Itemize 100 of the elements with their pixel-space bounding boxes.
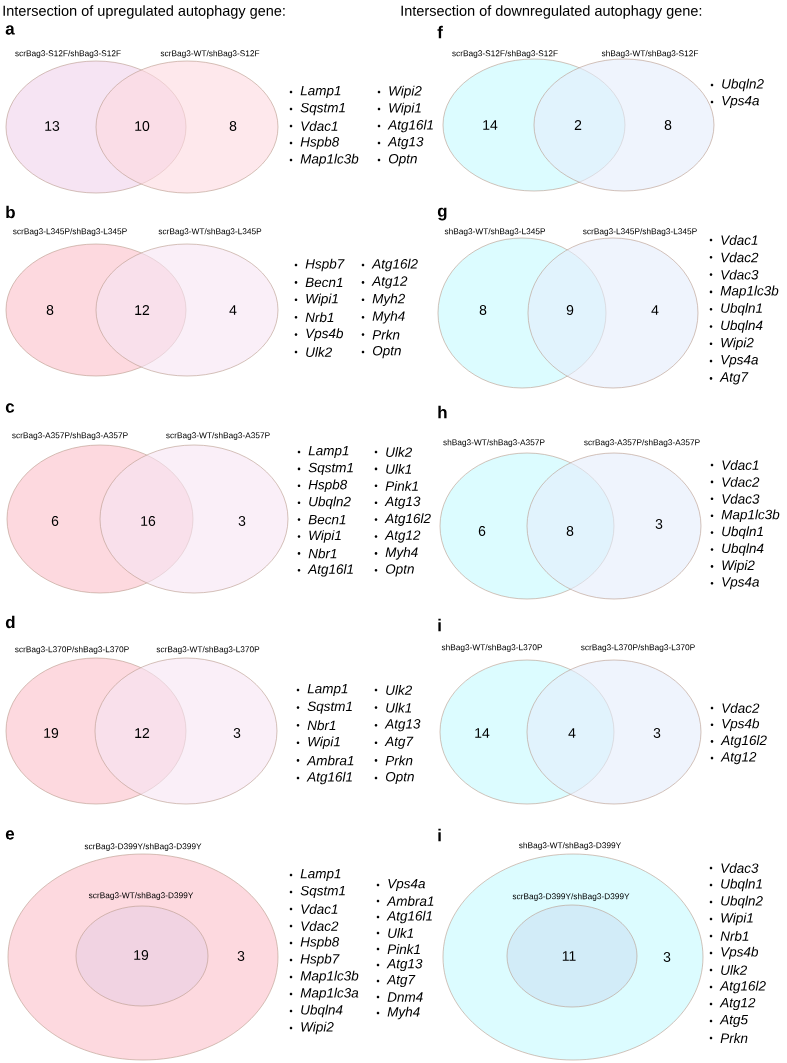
gene-list-item: Myh4 [374, 547, 418, 560]
gene-list-item: Ubqln2 [297, 496, 351, 509]
region-count: 2 [574, 120, 582, 130]
gene-list-item: Wipi2 [377, 85, 422, 99]
gene-list-item: Atg7 [709, 372, 749, 385]
set-label: scrBag3-WT/shBag3-S12F [160, 50, 260, 58]
gene-list-item: Pink1 [374, 480, 418, 491]
set-label: scrBag3-WT/shBag3-L345P [158, 228, 262, 236]
panel-letter: i [438, 828, 441, 842]
gene-list-item: Vdac2 [709, 252, 759, 263]
gene-list-item: Ulk2 [374, 685, 412, 695]
set-label: scrBag3-WT/shBag3-L370P [156, 646, 260, 654]
gene-list-item: Becn1 [297, 514, 346, 525]
region-count: 3 [653, 728, 661, 738]
region-count: 10 [135, 121, 150, 131]
region-count: 8 [566, 526, 574, 536]
gene-list-item: Vps4b [709, 946, 759, 960]
gene-list-item: Becn1 [294, 277, 343, 288]
gene-list-item: Atg16l2 [709, 980, 766, 994]
gene-list-item: Optn [361, 345, 401, 359]
gene-list-item: Lamp1 [289, 868, 341, 882]
gene-list-item: Vdac3 [710, 493, 760, 504]
gene-list-item: Wipi1 [709, 912, 753, 926]
gene-list-item: Atg13 [376, 958, 423, 972]
panel-title: Intersection of downregulated autophagy gene: [401, 5, 702, 19]
gene-list-item: Wipi1 [296, 736, 340, 750]
gene-list-item: Wipi1 [377, 102, 421, 116]
gene-list-item: Atg16l1 [376, 910, 432, 924]
region-count: 14 [475, 728, 490, 738]
gene-list-item: Vps4a [709, 355, 758, 368]
set-label: scrBag3-S12F/shBag3-S12F [15, 50, 121, 58]
gene-list-item: Atg7 [376, 974, 416, 988]
set-label: scrBag3-WT/shBag3-A357P [166, 432, 270, 440]
gene-list-item: Prkn [361, 329, 400, 340]
gene-list-item: Myh4 [361, 310, 405, 324]
gene-list-item: Ulk2 [294, 347, 332, 357]
gene-list-item: Wipi1 [297, 530, 341, 543]
region-count: 19 [44, 728, 59, 738]
gene-list-item: Pink1 [376, 944, 420, 954]
panel-letter: e [5, 830, 15, 840]
gene-list-item: Atg13 [374, 719, 421, 732]
gene-list-item: Sqstm1 [289, 885, 345, 899]
set-label: scrBag3-L370P/shBag3-L370P [581, 644, 695, 652]
set-label: scrBag3-A357P/shBag3-A357P [584, 439, 700, 447]
gene-list-item: Atg12 [709, 997, 756, 1011]
region-count: 12 [135, 728, 150, 738]
gene-list-item: Map1lc3b [710, 509, 780, 522]
gene-list-item: Vdac2 [710, 703, 760, 713]
panel-letter: h [438, 405, 447, 419]
gene-list-item: Hspb7 [289, 953, 340, 967]
gene-list-item: Vdac2 [710, 476, 760, 487]
gene-list-item: Ubqln4 [289, 1004, 343, 1018]
gene-list-item: Wipi2 [289, 1021, 334, 1035]
gene-list-item: Vps4b [710, 718, 760, 731]
set-label: shBag3-WT/shBag3-A357P [443, 439, 545, 447]
gene-list-item: Atg12 [361, 276, 408, 289]
gene-list-item: Sqstm1 [297, 462, 353, 476]
gene-list-item: Map1lc3a [289, 987, 359, 1001]
set-label: shBag3-WT/shBag3-L370P [441, 644, 543, 652]
region-count: 14 [483, 120, 498, 130]
region-count: 13 [45, 121, 60, 131]
gene-list-item: Optn [374, 564, 414, 577]
region-count: 12 [135, 305, 150, 315]
gene-list-item: Ulk2 [709, 965, 747, 975]
gene-list-item: Vdac3 [709, 863, 759, 873]
panel-title: Intersection of upregulated autophagy gene: [3, 5, 285, 19]
gene-list-item: Nbr1 [296, 720, 336, 731]
gene-list-item: Vps4a [376, 878, 425, 892]
gene-list-item: Atg16l2 [361, 258, 418, 272]
gene-list-item: Map1lc3b [289, 153, 359, 167]
set-label: scrBag3-L345P/shBag3-L345P [583, 228, 697, 236]
set-label: scrBag3-D399Y/shBag3-D399Y [84, 843, 202, 851]
panel-letter: a [5, 25, 15, 35]
gene-list-item: Ambra1 [376, 896, 434, 906]
gene-list-item: Atg16l2 [710, 735, 767, 748]
region-count: 11 [562, 951, 576, 961]
gene-list-item: Sqstm1 [289, 102, 345, 116]
region-count: 3 [663, 952, 671, 962]
region-count: 8 [479, 305, 487, 315]
gene-list-item: Atg12 [374, 530, 421, 543]
region-count: 9 [566, 305, 574, 315]
set-label: scrBag3-A357P/shBag3-A357P [12, 432, 128, 440]
gene-list-item: Atg16l2 [374, 513, 431, 526]
gene-list-item: Prkn [709, 1033, 748, 1043]
gene-list-item: Ubqln1 [710, 526, 763, 539]
gene-list-item: Atg16l1 [297, 564, 353, 577]
gene-list-item: Lamp1 [296, 683, 348, 697]
gene-list-item: Atg16l1 [377, 119, 433, 133]
region-count: 3 [238, 516, 246, 526]
gene-list-item: Vps4a [710, 577, 759, 590]
panel-letter: d [5, 615, 15, 629]
gene-list-item: Lamp1 [297, 445, 349, 459]
gene-list-item: Atg7 [374, 736, 414, 749]
gene-list-item: Ubqln4 [710, 543, 764, 556]
region-count: 8 [664, 120, 672, 130]
gene-list-item: Wipi1 [294, 293, 338, 307]
gene-list-item: Ubqln4 [709, 320, 763, 333]
gene-list-item: Ubqln2 [709, 895, 763, 909]
panel-letter: g [437, 207, 447, 221]
set-label: scrBag3-D399Y/shBag3-D399Y [512, 893, 630, 901]
